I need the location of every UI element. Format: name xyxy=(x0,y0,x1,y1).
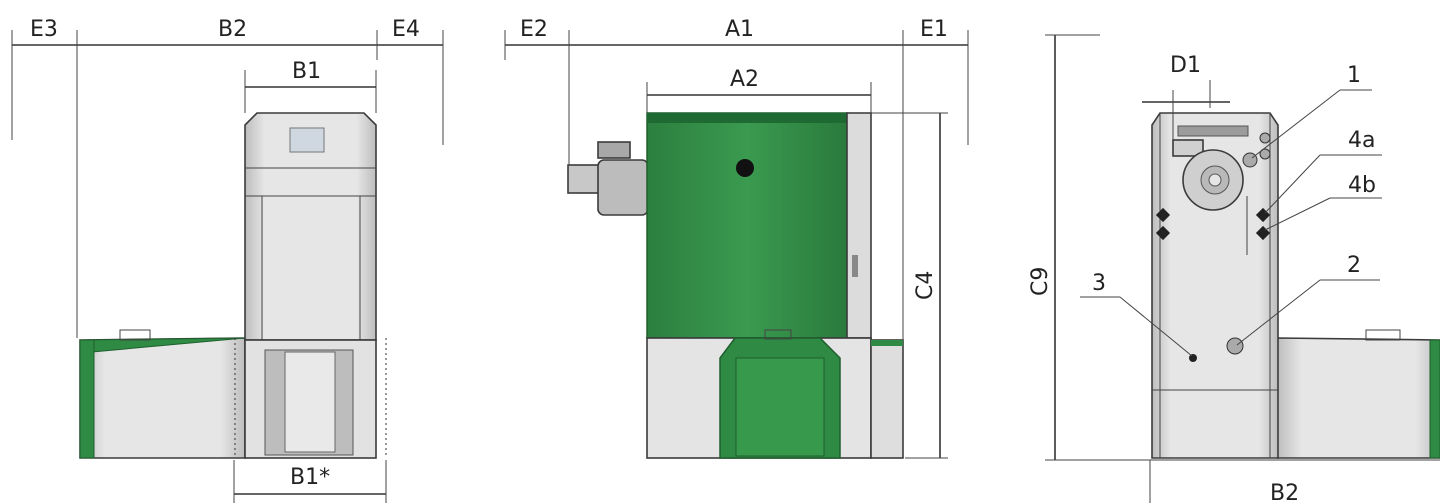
label-connection-2: 2 xyxy=(1347,253,1361,278)
label-connection-3: 3 xyxy=(1092,271,1106,296)
front-boiler-body xyxy=(244,112,377,341)
dim-c4: C4 xyxy=(913,271,938,300)
front-hopper xyxy=(79,329,246,459)
label-connection-4a: 4a xyxy=(1348,128,1375,153)
label-connection-1: 1 xyxy=(1347,63,1361,88)
rear-dimensions: D1 C9 B2 xyxy=(1028,34,1440,503)
dim-b1: B1 xyxy=(292,59,321,84)
side-view: E2 A1 E1 A2 C4 xyxy=(504,17,969,459)
front-view: E3 B2 E4 B1 B1* xyxy=(11,17,444,503)
rear-body xyxy=(1151,112,1279,459)
side-green-body xyxy=(646,112,872,339)
dim-d1: D1 xyxy=(1170,53,1201,78)
side-burner xyxy=(567,141,649,216)
dim-a1: A1 xyxy=(725,17,754,42)
rear-view: 1 4a 4b 2 3 D1 C9 B2 xyxy=(1028,34,1440,503)
rear-hopper xyxy=(1276,329,1440,459)
dim-rear-b2: B2 xyxy=(1270,481,1299,503)
dim-e1: E1 xyxy=(920,17,948,42)
rear-leaders: 1 4a 4b 2 3 xyxy=(1080,63,1382,357)
side-dimensions: E2 A1 E1 A2 C4 xyxy=(504,17,969,459)
label-connection-4b: 4b xyxy=(1348,173,1376,198)
front-dimensions: E3 B2 E4 B1 B1* xyxy=(11,17,444,503)
dim-b2: B2 xyxy=(218,17,247,42)
front-base xyxy=(234,338,387,459)
side-base xyxy=(646,329,904,459)
dim-e3: E3 xyxy=(30,17,58,42)
dim-a2: A2 xyxy=(730,67,759,92)
dim-c9: C9 xyxy=(1028,267,1053,296)
dim-e4: E4 xyxy=(392,17,420,42)
dim-e2: E2 xyxy=(520,17,548,42)
dim-b1-star: B1* xyxy=(290,465,330,490)
